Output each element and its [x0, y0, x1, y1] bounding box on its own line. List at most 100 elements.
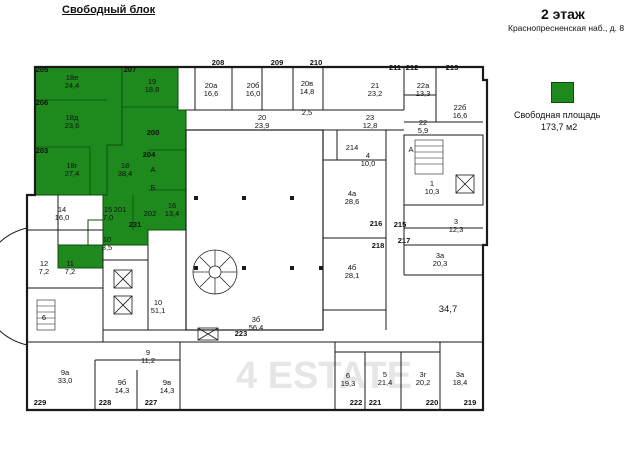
room-area: 14,3 — [160, 386, 175, 395]
room-area: 18,8 — [145, 85, 160, 94]
room-area: 11,2 — [141, 356, 155, 365]
room-area: 51,1 — [151, 306, 166, 315]
room-area: 12,3 — [449, 225, 464, 234]
spiral-stair — [192, 249, 238, 295]
room-number: 10 — [103, 235, 111, 244]
lift-shafts — [113, 174, 475, 341]
room-area: 20,3 — [433, 259, 448, 268]
room-id: 212 — [406, 63, 419, 72]
room-number: 3 — [454, 217, 458, 226]
room-id: 219 — [464, 398, 477, 407]
free-area-partitions — [35, 99, 186, 230]
room-number: 9а — [61, 368, 70, 377]
room-area: 23,6 — [65, 121, 80, 130]
room-id: 204 — [143, 150, 156, 159]
outer-walls — [25, 65, 489, 412]
room-label: 619,3 — [341, 371, 356, 388]
room-area: 7,0 — [103, 213, 113, 222]
room-number: 3а — [456, 370, 465, 379]
room-id: 229 — [34, 398, 47, 407]
balcony-curve — [0, 227, 28, 346]
room-area: 20,2 — [416, 378, 431, 387]
room-id: 222 — [350, 398, 363, 407]
room-number: 20а — [205, 81, 218, 90]
room-id: 206 — [36, 98, 49, 107]
free-area — [34, 66, 187, 269]
room-id: 227 — [145, 398, 158, 407]
room-area: 5,9 — [418, 126, 428, 135]
room-number: 12 — [40, 259, 48, 268]
room-id: 205 — [36, 65, 49, 74]
room-id: 231 — [129, 220, 142, 229]
room-label: 2,5 — [302, 108, 312, 117]
room-number: 9 — [146, 348, 150, 357]
room-number: 18г — [66, 161, 77, 170]
room-number: 3б — [252, 315, 260, 324]
room-area: 21,4 — [378, 378, 393, 387]
room-area: 38,4 — [118, 169, 133, 178]
room-number: 202 — [144, 209, 157, 218]
room-number: 11 — [66, 259, 74, 268]
room-area: 23,2 — [368, 89, 383, 98]
room-label: 911,2 — [141, 348, 155, 365]
room-number: 9б — [118, 378, 126, 387]
room-id: 208 — [212, 58, 225, 67]
room-area: 19,3 — [341, 379, 356, 388]
room-id: 217 — [398, 236, 411, 245]
room-id: 213 — [446, 63, 459, 72]
room-number: 10 — [154, 298, 162, 307]
room-number: 201 — [114, 205, 127, 214]
room-area: 16,0 — [55, 213, 70, 222]
room-area: 16,6 — [204, 89, 219, 98]
room-label: Б — [151, 183, 156, 192]
room-number: 15 — [104, 205, 112, 214]
stairs — [36, 139, 444, 331]
room-area: 28,1 — [345, 271, 360, 280]
room-label: 214 — [346, 143, 359, 152]
room-label: 410,0 — [361, 151, 376, 168]
legend-swatch — [551, 82, 574, 103]
room-number: 16 — [168, 201, 176, 210]
room-labels: 18е24,418д23,618г27,41918,81838,41613,42… — [39, 73, 468, 395]
room-label: А — [150, 165, 155, 174]
room-area: 12,8 — [363, 121, 378, 130]
room-id: 228 — [99, 398, 112, 407]
room-id: 218 — [372, 241, 385, 250]
room-number: 19 — [148, 77, 156, 86]
room-area: 28,6 — [345, 197, 360, 206]
room-label: 34,7 — [439, 304, 458, 315]
room-label: 201 — [114, 205, 127, 214]
room-area: 18,4 — [453, 378, 468, 387]
room-label: 110,3 — [425, 179, 440, 196]
room-area: 13,3 — [416, 89, 431, 98]
room-area: 7,2 — [65, 267, 75, 276]
room-number: 3г — [420, 370, 427, 379]
legend-area: 173,7 м2 — [541, 122, 578, 132]
room-number: 3а — [436, 251, 445, 260]
room-area: 8,5 — [102, 243, 112, 252]
room-number: А — [408, 145, 413, 154]
room-label: 117,2 — [65, 259, 75, 276]
room-number: 214 — [346, 143, 359, 152]
room-label: 202 — [144, 209, 157, 218]
room-number: 9в — [163, 378, 171, 387]
room-number: 18 — [121, 161, 129, 170]
room-area: 56,4 — [249, 323, 264, 332]
room-area: 33,0 — [58, 376, 73, 385]
